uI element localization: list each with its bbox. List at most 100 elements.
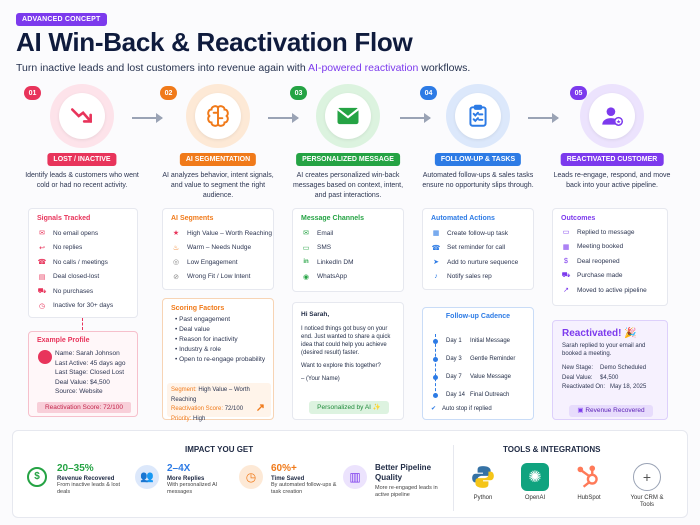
action-label: Notify sales rep: [447, 273, 492, 281]
profile-value: Closed Lost: [89, 369, 125, 376]
scoring-card: Scoring Factors • Past engagement • Deal…: [162, 298, 274, 422]
action-item: ♪Notify sales rep: [431, 270, 533, 285]
profile-value: 45 days ago: [90, 359, 126, 367]
scoring-label: Reason for inactivity: [179, 336, 238, 343]
step-circle: [50, 84, 114, 148]
priority-row: Priority: High: [171, 415, 271, 425]
timeline-dot: [433, 374, 438, 380]
message-card: Hi Sarah, I noticed things got busy on y…: [292, 302, 404, 420]
flow-arrow: [528, 113, 559, 123]
outcome-label: Replied to message: [577, 228, 635, 236]
step-desc: Identify leads & customers who went cold…: [25, 172, 139, 189]
reactivated-value: May 18, 2025: [610, 384, 647, 390]
outcome-label: Purchase made: [577, 272, 623, 280]
avatar: [38, 350, 52, 364]
document-icon: ▤: [38, 273, 46, 281]
tool-label: Your CRM & Tools: [630, 495, 664, 508]
calendar-icon: ▦: [432, 230, 440, 238]
reactivated-card: Reactivated! 🎉 Sarah replied to your ema…: [552, 320, 668, 420]
message-preview: Hi Sarah, I noticed things got busy on y…: [301, 311, 395, 383]
trend-down-icon: [70, 108, 92, 123]
tool-label: Python: [473, 495, 493, 501]
summary-panel: IMPACT YOU GET TOOLS & INTEGRATIONS $ 20…: [12, 430, 688, 518]
message-signature: – (Your Name): [301, 376, 340, 382]
plus-icon: +: [633, 463, 661, 491]
action-label: Set reminder for call: [447, 244, 506, 252]
channel-item: ▭SMS: [301, 241, 403, 256]
channel-item: in LinkedIn DM: [301, 255, 403, 270]
trend-up-icon: ↗: [563, 287, 569, 295]
channel-label: LinkedIn DM: [317, 258, 354, 266]
action-label: Add to nurture sequence: [447, 258, 519, 266]
flow-arrow: [268, 113, 299, 123]
subtitle-end: workflows.: [418, 62, 471, 74]
subtitle-text: Turn inactive leads and lost customers i…: [16, 62, 309, 74]
profile-key: Source:: [55, 388, 78, 395]
subtitle-highlight: AI-powered reactivation: [308, 62, 419, 74]
segment-label: Wrong Fit / Low Intent: [187, 273, 251, 281]
impact-label: Revenue Recovered: [57, 476, 115, 482]
segment-item: ♨ Warm – Needs Nudge: [171, 241, 273, 256]
clipboard-icon: [469, 104, 487, 127]
brain-icon: [207, 105, 229, 127]
profile-card: Example Profile Name: Sarah Johnson Last…: [28, 331, 138, 417]
page-subtitle: Turn inactive leads and lost customers i…: [16, 62, 470, 74]
segments-card: AI Segments ★High Value – Worth Reaching…: [162, 208, 274, 290]
outcome-label: Moved to active pipeline: [577, 286, 647, 294]
reactivated-title: Reactivated! 🎉: [562, 328, 637, 339]
segment-row: Segment: High Value – Worth Reaching: [171, 386, 271, 405]
tool-hubspot: HubSpot: [569, 463, 609, 501]
impact-number: 60%+: [271, 463, 297, 474]
timeline-dot: [433, 392, 438, 398]
outcome-item: ⛟Purchase made: [561, 269, 667, 284]
signal-item: ◷Inactive for 30+ days: [37, 299, 137, 314]
linkedin-icon: in: [303, 259, 309, 266]
reactivated-row: Deal Value:$4,500: [562, 374, 667, 384]
phone-icon: ☎: [37, 259, 47, 267]
dollar-icon: $: [27, 467, 47, 487]
scoring-label: Open to re-engage probability: [179, 356, 266, 363]
impact-number: 20–35%: [57, 463, 94, 474]
star-icon: ★: [172, 230, 180, 238]
tool-openai: ✺ OpenAI: [515, 463, 555, 501]
check-circle-icon: ✔: [431, 406, 437, 412]
profile-key: Last Stage:: [55, 369, 88, 376]
step-desc: AI creates personalized win-back message…: [292, 172, 404, 199]
scoring-item: • Past engagement: [175, 316, 231, 323]
reactivated-details: New Stage:Demo Scheduled Deal Value:$4,5…: [562, 364, 667, 393]
signal-item: ▤Deal closed-lost: [37, 270, 137, 285]
profile-key: Last Active:: [55, 359, 89, 367]
cadence-day: Day 7: [446, 374, 462, 380]
cadence-day: Day 14: [446, 392, 466, 398]
reactivated-row: New Stage:Demo Scheduled: [562, 364, 667, 374]
signal-label: No purchases: [53, 287, 94, 295]
impact-sub: With personalized AI messages: [167, 482, 218, 495]
scoring-label: Past engagement: [179, 316, 231, 323]
actions-title: Automated Actions: [431, 215, 495, 222]
auto-stop: ✔Auto stop if replied: [431, 405, 492, 413]
step-circle: [316, 84, 380, 148]
signal-item: ↩No replies: [37, 241, 137, 256]
envelope-icon: [336, 107, 360, 125]
segment-item: ⊘Wrong Fit / Low Intent: [171, 270, 273, 285]
impact-label: Time Saved: [271, 476, 305, 482]
signal-label: Inactive for 30+ days: [53, 302, 114, 310]
score-value: 72/100: [224, 406, 244, 412]
timeline-dot: [433, 338, 438, 344]
profile-details: Name: Sarah Johnson Last Active: 45 days…: [55, 349, 137, 397]
segment-label: Warm – Needs Nudge: [187, 244, 252, 252]
scoring-title: Scoring Factors: [171, 305, 225, 312]
priority-value: High: [193, 415, 206, 422]
reactivated-value: Demo Scheduled: [600, 365, 647, 371]
profile-key: Name:: [55, 350, 75, 357]
step-label: AI SEGMENTATION: [179, 153, 257, 166]
flow-arrow: [400, 113, 431, 123]
signal-label: No replies: [53, 244, 83, 252]
phone-icon: ☎: [431, 244, 441, 252]
step-circle: ★: [580, 84, 644, 148]
outcome-item: ▭Replied to message: [561, 225, 667, 240]
flame-icon: ♨: [172, 244, 180, 252]
